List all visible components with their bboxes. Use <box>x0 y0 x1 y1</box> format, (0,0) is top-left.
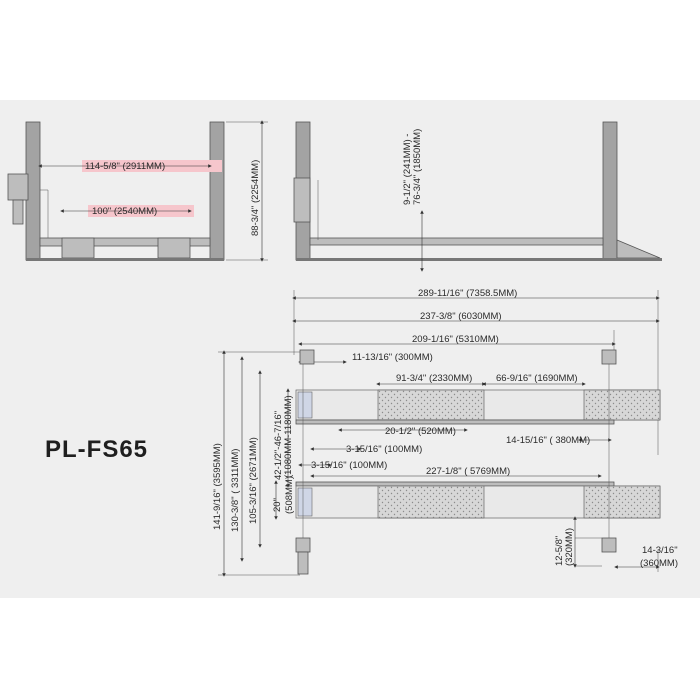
width-between-posts-label: 114-5/8" (2911MM) <box>85 161 165 172</box>
runway-width-label: 20" <box>272 498 283 512</box>
runway-top-plate <box>377 389 485 421</box>
runway-length-label: 227-1/8" ( 5769MM) <box>426 466 510 477</box>
dim-91-3-4-label: 91-3/4" (2330MM) <box>396 373 472 384</box>
wheel-track-label: 42-1/2"-46-7/16" <box>273 411 284 480</box>
model-title: PL-FS65 <box>45 436 149 463</box>
top-power-unit <box>297 551 309 575</box>
power-unit <box>7 173 29 201</box>
length-237-label: 237-3/8" (6030MM) <box>420 311 502 322</box>
top-view: 289-11/16" (7358.5MM) 237-3/8" (6030MM) … <box>212 288 678 577</box>
overall-length-label: 289-11/16" (7358.5MM) <box>418 288 517 299</box>
hydraulic-hose <box>40 189 49 240</box>
approach-ramp <box>616 239 661 259</box>
dim-14-3-16-label-2: (360MM) <box>640 558 678 569</box>
post-rear-right <box>601 537 617 553</box>
floor-line <box>26 258 224 261</box>
crossbeam-lower <box>295 481 615 487</box>
right-post <box>209 121 225 261</box>
dim-12-5-8-label-1: 12-5/8" <box>554 536 565 566</box>
post-rear-left <box>601 349 617 365</box>
side-runway <box>309 237 604 246</box>
wheel-track-mm-label: (1080MM-1180MM) <box>283 395 294 478</box>
side-power-unit <box>293 177 311 223</box>
crossbeam <box>39 237 211 247</box>
runway-top-ramp <box>583 389 661 421</box>
dim-11-13-16-label: 11-13/16" (300MM) <box>352 352 433 363</box>
side-floor-line <box>296 258 662 261</box>
lift-height-label-1: 9-1/2" (241MM) - <box>402 134 413 205</box>
dim-3-15-16-b-label: 3-15/16" (100MM) <box>311 460 387 471</box>
dim-14-15-16-label: 14-15/16" ( 380MM) <box>506 435 590 446</box>
side-rear-post <box>602 121 618 261</box>
width-130-label: 130-3/8" ( 3311MM) <box>230 449 241 532</box>
lift-height-label-2: 76-3/4" (1850MM) <box>412 129 423 205</box>
motor <box>12 199 24 225</box>
dim-12-5-8-label-2: (320MM) <box>564 528 575 566</box>
post-front-left <box>299 349 315 365</box>
dim-66-9-16-label: 66-9/16" (1690MM) <box>496 373 578 384</box>
runway-bottom-end <box>297 487 313 517</box>
left-runway-section <box>61 237 95 259</box>
post-front-right <box>295 537 311 553</box>
dim-3-15-16-a-label: 3-15/16" (100MM) <box>346 444 422 455</box>
right-runway-section <box>157 237 191 259</box>
dim-14-3-16-label-1: 14-3/16" <box>642 545 678 556</box>
overall-width-label: 141-9/16" (3595MM) <box>212 443 223 530</box>
crossbeam-mid <box>295 419 615 425</box>
post-height-label: 88-3/4" (2254MM) <box>250 160 261 236</box>
runway-width-mm-label: (508MM) <box>284 476 295 514</box>
width-105-label: 105-3/16" (2671MM) <box>248 437 259 524</box>
runway-bottom-ramp <box>583 485 661 519</box>
dim-20-1-2-label: 20-1/2" (520MM) <box>385 426 456 437</box>
side-view: 9-1/2" (241MM) - 76-3/4" (1850MM) <box>293 121 662 272</box>
front-view: 114-5/8" (2911MM) 100" (2540MM) 88-3/4" … <box>7 120 268 262</box>
runway-inner-width-label: 100" (2540MM) <box>92 206 157 217</box>
runway-top-end <box>297 391 313 419</box>
post-span-label: 209-1/16" (5310MM) <box>412 334 499 345</box>
runway-bottom-plate <box>377 485 485 519</box>
